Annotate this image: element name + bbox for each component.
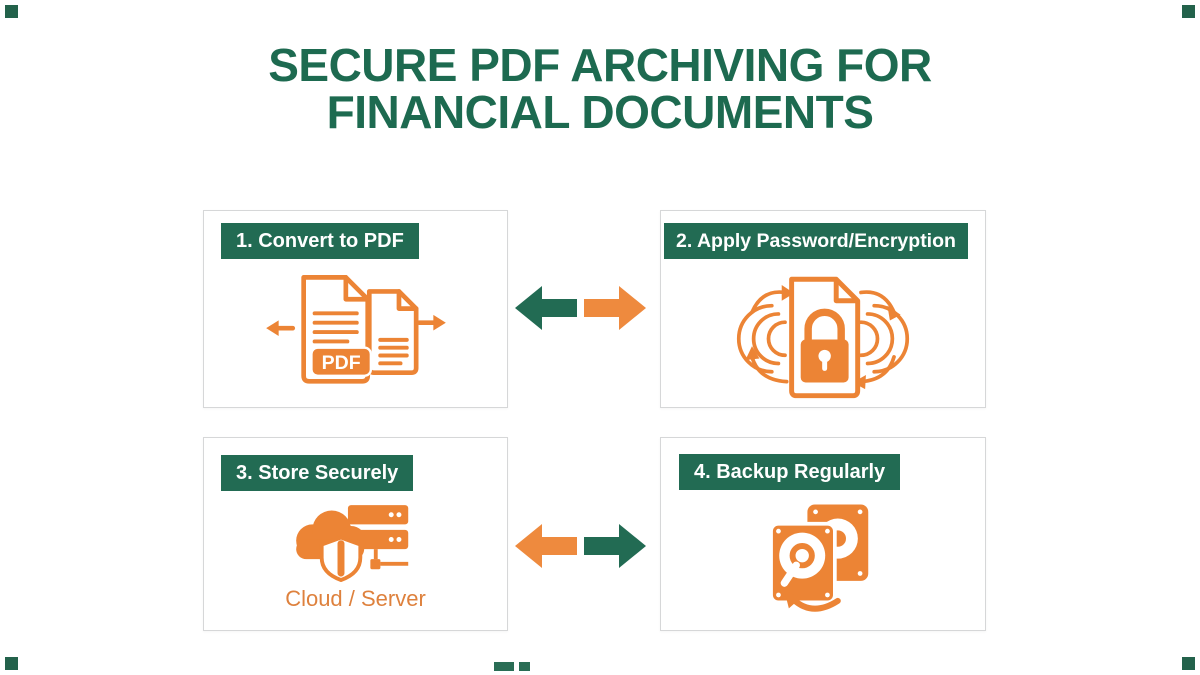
arrow-left-green: [515, 286, 577, 330]
locked-document-encryption-icon: [716, 271, 931, 404]
arrow-right-green: [584, 524, 646, 568]
footer-logo-mark: [494, 662, 514, 671]
corner-decoration-bottom-left: [5, 657, 18, 670]
step-4-header: 4. Backup Regularly: [679, 454, 901, 490]
step-1-header: 1. Convert to PDF: [221, 223, 419, 259]
cloud-server-shield-icon: [289, 502, 413, 592]
page-title: SECURE PDF ARCHIVING FOR FINANCIAL DOCUM…: [0, 42, 1200, 136]
storage-caption: Cloud / Server: [285, 586, 426, 611]
arrow-right-orange: [584, 286, 646, 330]
pdf-badge-label: PDF: [321, 352, 360, 374]
step-card-convert-to-pdf: 1. Convert to PDF: [203, 210, 508, 408]
step-2-header: 2. Apply Password/Encryption: [664, 223, 968, 259]
corner-decoration-bottom-right: [1182, 657, 1195, 670]
corner-decoration-top-right: [1182, 5, 1195, 18]
step-card-backup-regularly: 4. Backup Regularly: [660, 437, 986, 631]
step-3-header: 3. Store Securely: [221, 455, 414, 491]
step-card-store-securely: 3. Store Securely: [203, 437, 508, 631]
footer-logo-mark: [519, 662, 530, 671]
dual-hard-drive-backup-icon: [765, 500, 877, 620]
page-title-line2: FINANCIAL DOCUMENTS: [326, 86, 874, 138]
corner-decoration-top-left: [5, 5, 18, 18]
document-convert-pdf-icon: PDF: [265, 268, 446, 398]
page-title-line1: SECURE PDF ARCHIVING FOR: [268, 39, 932, 91]
arrow-left-orange: [515, 524, 577, 568]
step-card-apply-password-encryption: 2. Apply Password/Encryption: [660, 210, 986, 408]
